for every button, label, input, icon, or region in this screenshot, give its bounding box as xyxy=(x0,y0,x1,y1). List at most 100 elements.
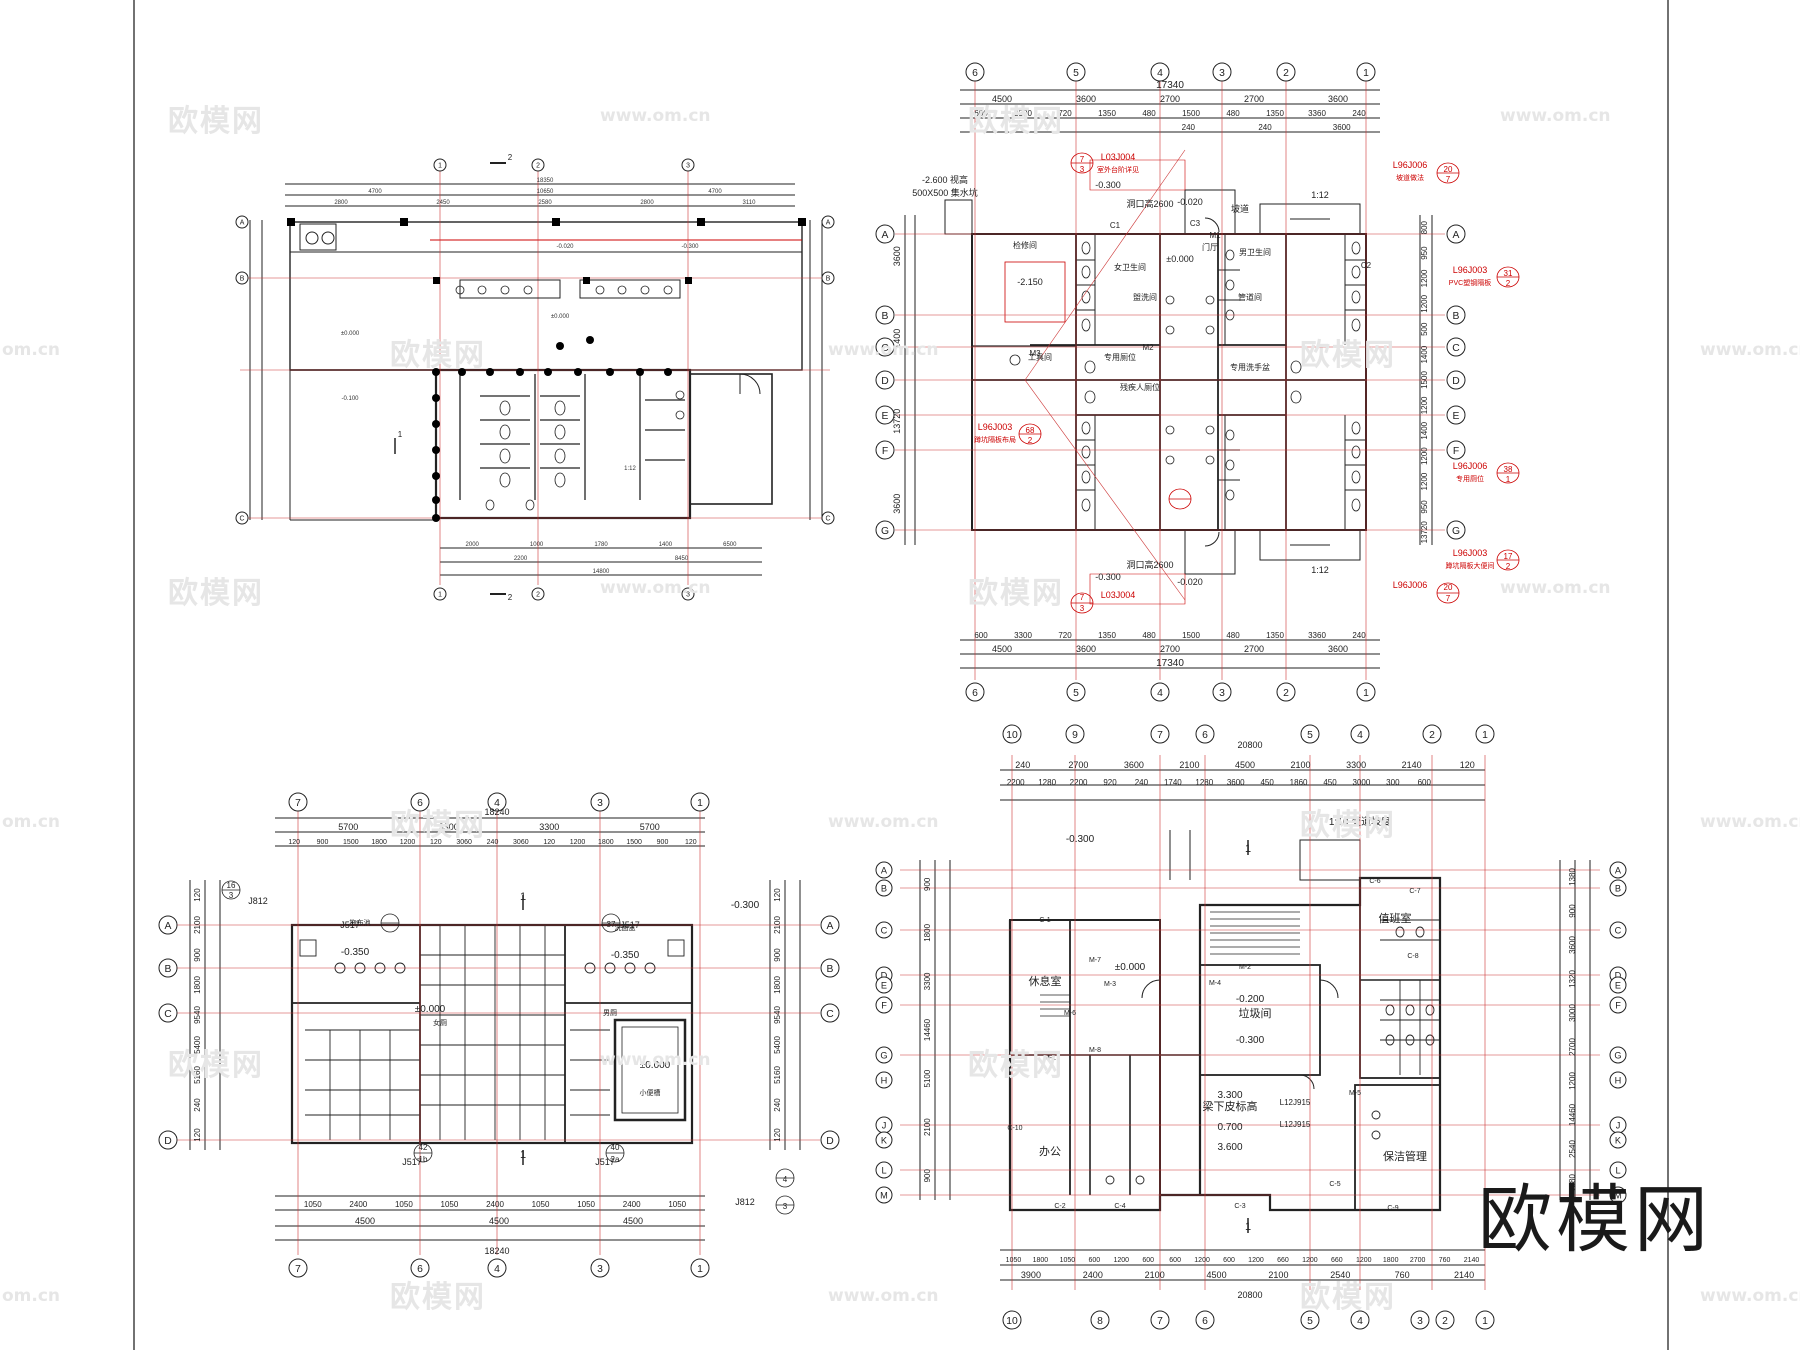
ref-code: J517 xyxy=(340,920,360,930)
dimension-text: 1280 xyxy=(1195,778,1213,787)
ref-number: 20 xyxy=(1444,165,1453,174)
axis-bubble: 3 xyxy=(1212,682,1232,702)
axis-bubble: 7 xyxy=(1150,724,1170,744)
dimension-text: 3110 xyxy=(743,200,757,206)
dimension-text: 1500 xyxy=(1182,631,1200,640)
axis-bubble: K xyxy=(875,1131,893,1149)
dimension-text: 4500 xyxy=(1207,1270,1227,1280)
dimension-text: 3300 xyxy=(1014,631,1032,640)
axis-bubble-label: B xyxy=(1615,883,1621,893)
plan-1-floor-plan xyxy=(240,162,830,595)
axis-bubble-label: 6 xyxy=(972,688,978,699)
dimension-text: 1200 xyxy=(1568,1072,1577,1090)
room-label: 女厕 xyxy=(433,1018,447,1027)
dimension-text: 240 xyxy=(1352,631,1366,640)
axis-bubble: 1 xyxy=(433,587,447,601)
axis-bubble-label: F xyxy=(1453,446,1459,457)
dimension-text: 1050 xyxy=(532,1200,550,1209)
dimension-text: 5160 xyxy=(193,1066,202,1084)
dimension-text: 120 xyxy=(193,888,202,902)
axis-bubble: B xyxy=(1609,879,1627,897)
axis-bubble-label: K xyxy=(1615,1135,1622,1145)
dimension-text: 2100 xyxy=(773,916,782,934)
dimension-text: 120 xyxy=(543,839,555,846)
dimension-total: 20800 xyxy=(1237,740,1262,750)
axis-bubble-label: 3 xyxy=(1219,68,1225,79)
dimension-text: 600 xyxy=(1418,778,1432,787)
dimension-text: 2400 xyxy=(623,1200,641,1209)
axis-bubble: B xyxy=(821,271,835,285)
axis-bubble-label: C xyxy=(240,516,245,523)
axis-bubble-label: 6 xyxy=(972,68,978,79)
ref-sheet: 3 xyxy=(1080,165,1085,174)
dimension-text: 1200 xyxy=(1420,396,1429,414)
axis-bubble: F xyxy=(1609,996,1627,1014)
axis-bubble: 1 xyxy=(1356,62,1376,82)
ref-note: 蹲坑隔板布局 xyxy=(974,435,1016,444)
axis-bubble: C xyxy=(875,337,895,357)
dimension-text: 950 xyxy=(1420,500,1429,514)
dimension-text: 2100 xyxy=(1179,760,1199,770)
dimension-text: 1200 xyxy=(1420,472,1429,490)
brand-logo-text: 欧模网 xyxy=(1478,1177,1712,1263)
axis-bubble: D xyxy=(158,1130,178,1150)
ref-code: L96J003 xyxy=(1453,265,1488,275)
dimension-total: 18240 xyxy=(484,1246,509,1256)
dimension-text: 3300 xyxy=(1014,109,1032,118)
dimension-text: 2400 xyxy=(486,1200,504,1209)
dimension-total: 18240 xyxy=(484,807,509,817)
axis-bubble: B xyxy=(875,879,893,897)
axis-bubble-label: 3 xyxy=(1219,688,1225,699)
axis-bubble-label: M xyxy=(1614,1190,1622,1200)
dimension-text: 2800 xyxy=(640,200,654,206)
axis-bubble: 2 xyxy=(1435,1310,1455,1330)
axis-bubble: D xyxy=(1446,370,1466,390)
level-label: -0.200 xyxy=(1236,994,1265,1005)
axis-bubble-label: A xyxy=(882,230,889,241)
axis-bubble-label: 1 xyxy=(1482,730,1488,741)
dimension-text: 2700 xyxy=(1568,1038,1577,1056)
dimension-text: 120 xyxy=(430,839,442,846)
dimension-text: 1500 xyxy=(1420,371,1429,389)
axis-bubble-label: C xyxy=(826,516,831,523)
dimension-text: 1800 xyxy=(773,976,782,994)
ref-sheet: 2 xyxy=(1506,279,1511,288)
watermark-url: www.om.cn xyxy=(600,578,711,598)
level-label: -0.020 xyxy=(1177,197,1203,207)
dimension-text: 14800 xyxy=(593,569,610,575)
axis-bubble-label: D xyxy=(826,1136,833,1147)
level-label: -0.350 xyxy=(611,950,640,961)
axis-bubble-label: C xyxy=(1452,343,1460,354)
axis-bubble-label: 1 xyxy=(697,1264,703,1275)
axis-bubble: A xyxy=(1609,861,1627,879)
level-label: 洞口高2600 xyxy=(1126,198,1173,209)
axis-bubble-label: 6 xyxy=(1202,1316,1208,1327)
axis-bubble-label: 4 xyxy=(1357,1316,1363,1327)
axis-bubble-label: 4 xyxy=(1157,68,1163,79)
axis-bubble: 5 xyxy=(1300,724,1320,744)
ref-code: L03J004 xyxy=(1101,590,1136,600)
ref-number: 38 xyxy=(1504,465,1513,474)
door-label: M3 xyxy=(1029,349,1041,358)
ref-number: 3 xyxy=(229,891,234,900)
dimension-text: 1200 xyxy=(1302,1257,1318,1264)
level-label: 洞口高2600 xyxy=(1126,559,1173,570)
axis-bubble-label: C xyxy=(881,925,888,935)
dimension-text: 120 xyxy=(288,839,300,846)
watermark-url: www.om.cn xyxy=(1500,578,1611,598)
axis-bubble-label: 2 xyxy=(536,163,540,170)
axis-bubble-label: M xyxy=(880,1190,888,1200)
dimension-text: 4500 xyxy=(355,1216,375,1226)
watermark-cn: 欧模网 xyxy=(390,808,486,843)
dimension-text: 600 xyxy=(1169,1257,1181,1264)
room-label: 休息室 xyxy=(1029,974,1062,988)
plan-3-floor-plan xyxy=(175,800,820,1255)
door-label: C-5 xyxy=(1329,1181,1340,1188)
door-label: C-2 xyxy=(1054,1203,1065,1210)
ref-note: 室外台阶详见 xyxy=(1097,165,1139,174)
axis-bubble-label: B xyxy=(882,311,889,322)
dimension-text: 2140 xyxy=(1402,760,1422,770)
ref-code: L03J004 xyxy=(1101,152,1136,162)
dimension-text: 1500 xyxy=(1182,109,1200,118)
axis-bubble-label: 6 xyxy=(1202,730,1208,741)
